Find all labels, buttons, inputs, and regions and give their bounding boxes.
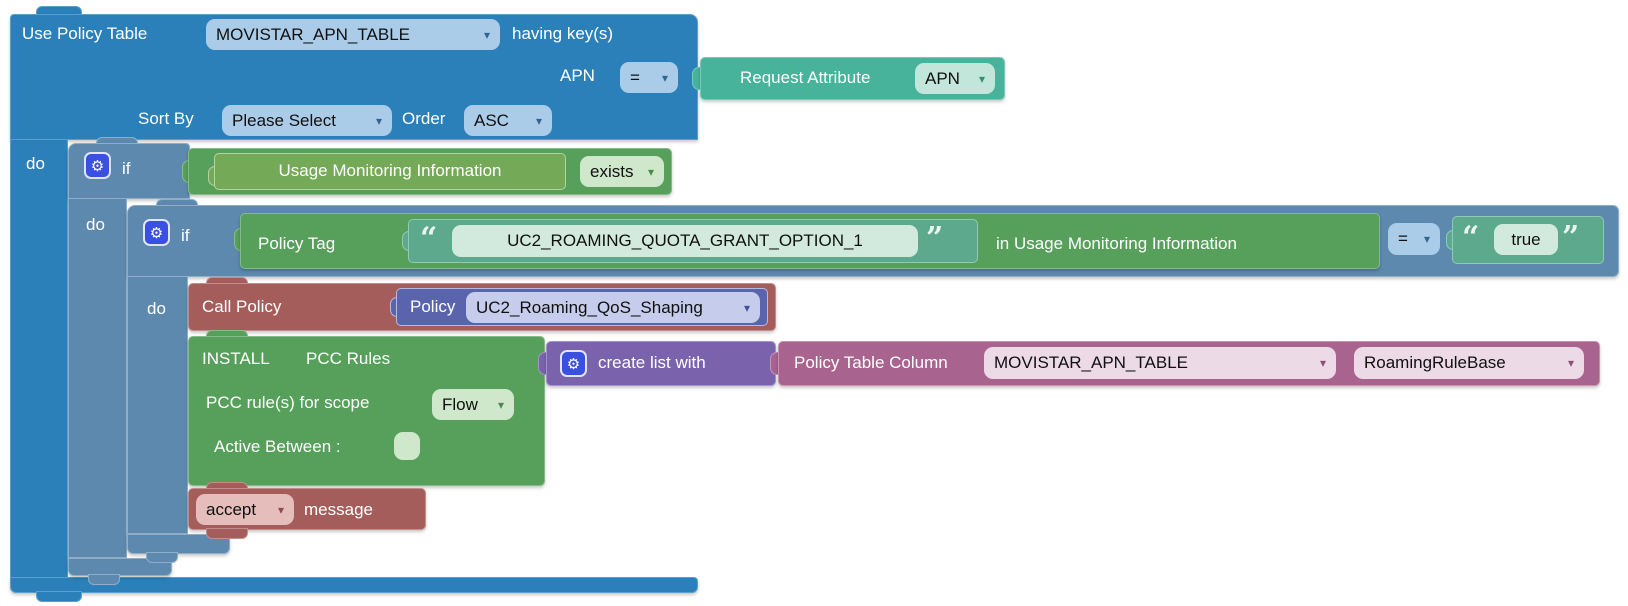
policy-label: Policy: [410, 297, 456, 316]
policy-dropdown[interactable]: UC2_Roaming_QoS_Shaping ▾: [466, 292, 760, 323]
request-attribute-value: APN: [925, 68, 960, 88]
sort-by-dropdown[interactable]: Please Select ▾: [222, 105, 392, 136]
order-dropdown[interactable]: ASC ▾: [464, 105, 552, 136]
open-quote-icon: “: [420, 221, 438, 256]
policy-table-dropdown-value: MOVISTAR_APN_TABLE: [216, 24, 410, 44]
if2-bottom-tab: [146, 552, 178, 563]
column-name-value: RoamingRuleBase: [1364, 353, 1506, 372]
usage-monitoring-operand-block[interactable]: Usage Monitoring Information: [214, 153, 566, 190]
scope-value: Flow: [442, 394, 478, 414]
mutator-gear-icon[interactable]: ⚙: [143, 219, 170, 246]
chevron-down-icon: ▾: [1319, 356, 1326, 370]
if2-left-spine: [127, 276, 188, 534]
use-policy-table-label: Use Policy Table: [22, 24, 148, 43]
exists-value: exists: [590, 161, 634, 181]
chevron-down-icon: ▾: [743, 300, 750, 315]
request-attribute-dropdown[interactable]: APN ▾: [915, 63, 995, 94]
active-between-label: Active Between :: [214, 437, 341, 456]
key-name-label: APN: [560, 66, 595, 85]
chevron-down-icon: ▾: [375, 113, 382, 128]
mutator-gear-icon[interactable]: ⚙: [560, 350, 587, 377]
policy-table-column-label: Policy Table Column: [794, 353, 948, 372]
accept-value: accept: [206, 499, 257, 519]
use-policy-table-bottom-tab: [36, 591, 82, 602]
use-policy-table-bottom-bar: [10, 577, 698, 593]
close-quote-icon: ”: [1562, 220, 1580, 255]
accept-bottom-tab: [206, 528, 248, 539]
chevron-down-icon: ▾: [483, 27, 490, 42]
if1-bottom-bar: [68, 558, 172, 576]
sort-by-value: Please Select: [232, 110, 336, 130]
having-keys-label: having key(s): [512, 24, 614, 43]
message-label: message: [304, 500, 373, 519]
true-string-value: true: [1511, 229, 1541, 249]
policy-tag-string-value: UC2_ROAMING_QUOTA_GRANT_OPTION_1: [507, 231, 863, 250]
order-label: Order: [402, 109, 446, 128]
if1-do-label: do: [86, 215, 105, 234]
chevron-down-icon: ▾: [1567, 356, 1574, 370]
gear-glyph: ⚙: [90, 156, 105, 175]
pcc-rules-label: PCC Rules: [306, 349, 391, 368]
call-policy-label: Call Policy: [202, 297, 282, 316]
scope-label: PCC rule(s) for scope: [206, 393, 370, 412]
chevron-down-icon: ▾: [497, 397, 504, 412]
chevron-down-icon: ▾: [978, 71, 985, 86]
if1-label: if: [122, 159, 131, 178]
gear-glyph: ⚙: [566, 354, 581, 373]
chevron-down-icon: ▾: [661, 70, 668, 85]
chevron-down-icon: ▾: [647, 164, 654, 179]
create-list-label: create list with: [598, 353, 706, 372]
chevron-down-icon: ▾: [277, 502, 284, 517]
chevron-down-icon: ▾: [535, 113, 542, 128]
key-operator-value: =: [630, 67, 640, 87]
if1-left-spine: [68, 198, 127, 558]
key-operator-dropdown[interactable]: = ▾: [620, 62, 678, 93]
policy-tag-string-field[interactable]: UC2_ROAMING_QUOTA_GRANT_OPTION_1: [452, 225, 918, 257]
exists-dropdown[interactable]: exists ▾: [580, 156, 664, 187]
column-name-dropdown[interactable]: RoamingRuleBase ▾: [1354, 347, 1584, 379]
if2-operator-value: =: [1398, 229, 1408, 248]
open-quote-icon: “: [1462, 220, 1480, 255]
usage-monitoring-label: Usage Monitoring Information: [278, 161, 502, 181]
active-between-field[interactable]: [394, 432, 420, 460]
if2-do-label: do: [147, 299, 166, 318]
if2-operator-dropdown[interactable]: = ▾: [1388, 223, 1440, 255]
true-string-field[interactable]: true: [1494, 224, 1558, 255]
scope-dropdown[interactable]: Flow ▾: [432, 389, 514, 420]
column-table-value: MOVISTAR_APN_TABLE: [994, 353, 1188, 372]
column-table-dropdown[interactable]: MOVISTAR_APN_TABLE ▾: [984, 347, 1336, 379]
use-policy-table-left-spine: [10, 139, 68, 578]
policy-table-dropdown[interactable]: MOVISTAR_APN_TABLE ▾: [206, 19, 500, 50]
gear-glyph: ⚙: [149, 223, 164, 242]
order-value: ASC: [474, 110, 509, 130]
accept-dropdown[interactable]: accept ▾: [196, 494, 294, 525]
policy-tag-label: Policy Tag: [258, 234, 336, 253]
in-usage-monitoring-label: in Usage Monitoring Information: [996, 234, 1237, 253]
mutator-gear-icon[interactable]: ⚙: [84, 152, 111, 179]
chevron-down-icon: ▾: [1423, 232, 1430, 246]
if2-bottom-bar: [127, 534, 230, 554]
sort-by-label: Sort By: [138, 109, 194, 128]
if2-label: if: [181, 226, 190, 245]
install-label: INSTALL: [202, 349, 270, 368]
outer-do-label: do: [26, 154, 45, 173]
close-quote-icon: ”: [926, 221, 944, 256]
policy-dropdown-value: UC2_Roaming_QoS_Shaping: [476, 297, 703, 317]
request-attribute-label: Request Attribute: [740, 68, 871, 87]
if1-bottom-tab: [88, 574, 120, 585]
